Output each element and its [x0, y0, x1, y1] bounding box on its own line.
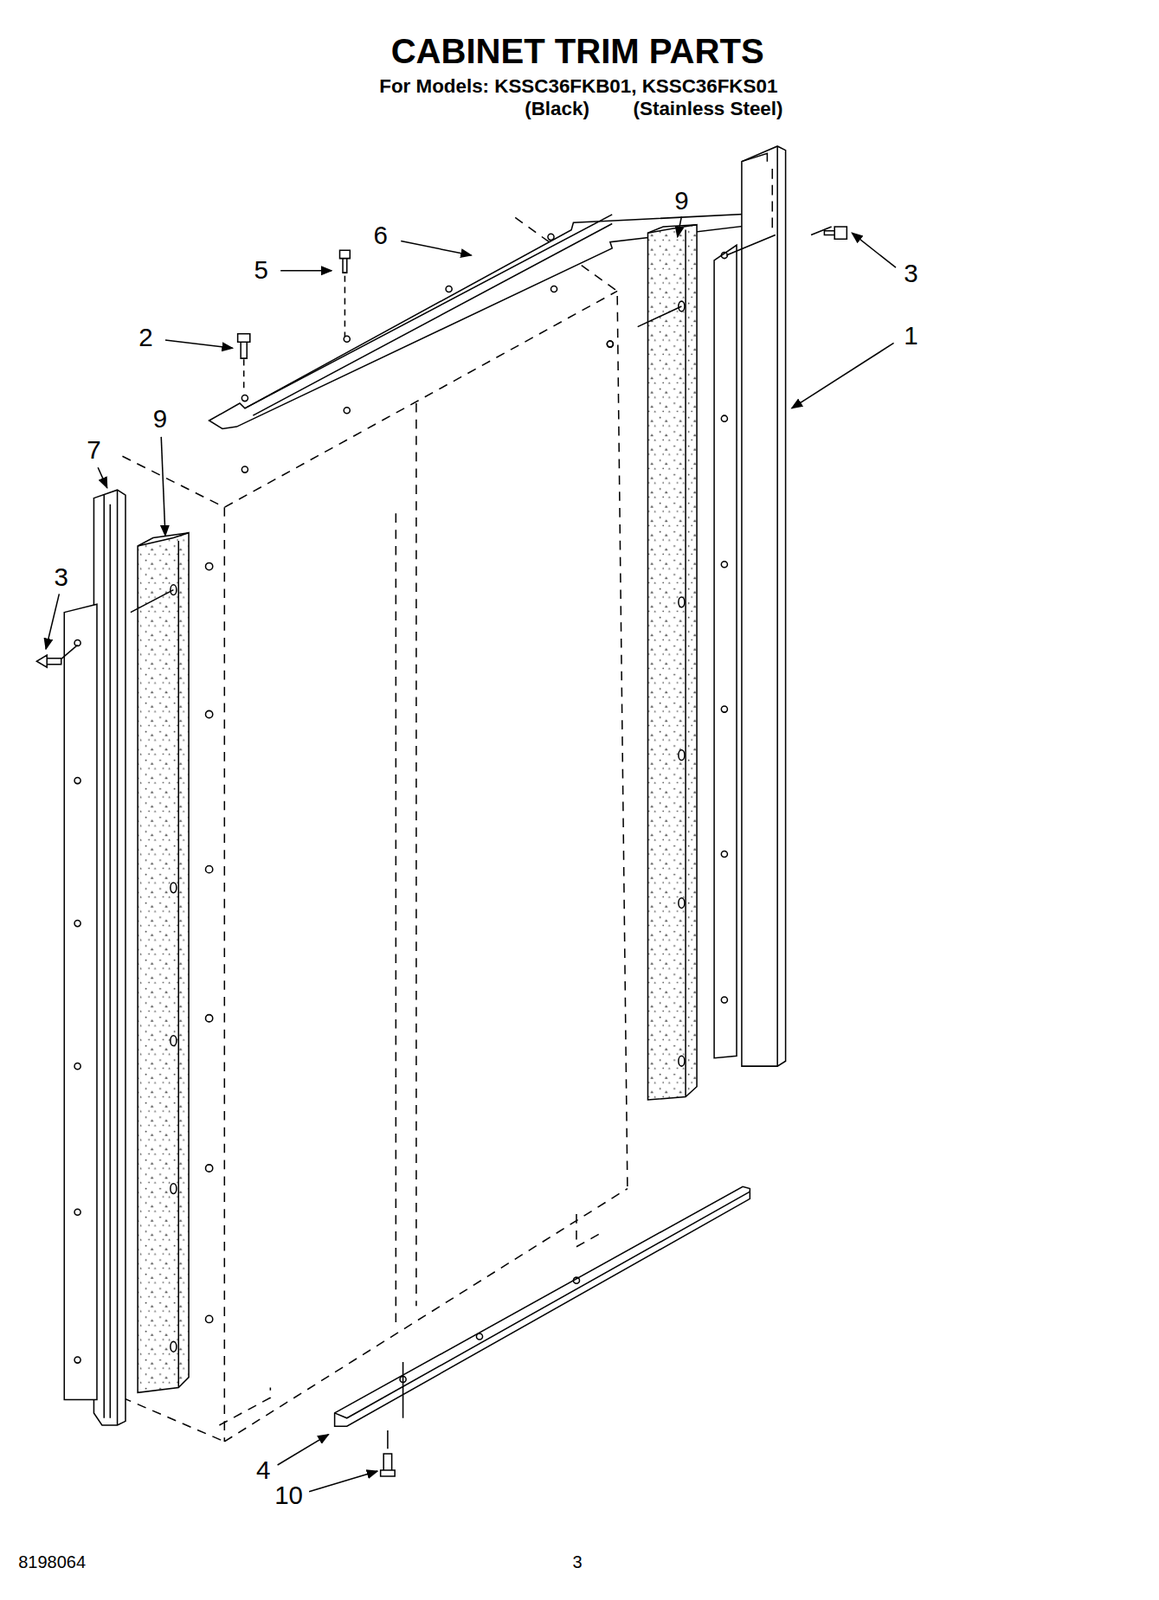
- document-number: 8198064: [18, 1552, 86, 1572]
- callout-number: 6: [373, 221, 387, 250]
- callout-number: 3: [54, 563, 69, 592]
- model-color: (Black): [524, 98, 590, 121]
- callout-number: 5: [254, 256, 269, 284]
- callout-number: 1: [903, 321, 918, 350]
- callout-number: 2: [138, 323, 153, 352]
- cabinet-outline: [36, 146, 896, 1493]
- callout-number: 7: [86, 436, 101, 464]
- model-color: (Stainless Steel): [633, 98, 784, 121]
- callout-number: 4: [256, 1455, 271, 1484]
- model-line: For Models: KSSC36FKB01, KSSC36FKS01: [379, 76, 778, 98]
- callout-number: 3: [903, 259, 918, 288]
- page-number: 3: [573, 1552, 583, 1572]
- callout-number: 9: [153, 405, 168, 433]
- callout-number: 9: [674, 186, 689, 215]
- callout-number: 10: [274, 1481, 303, 1510]
- diagram-title: CABINET TRIM PARTS: [391, 32, 765, 71]
